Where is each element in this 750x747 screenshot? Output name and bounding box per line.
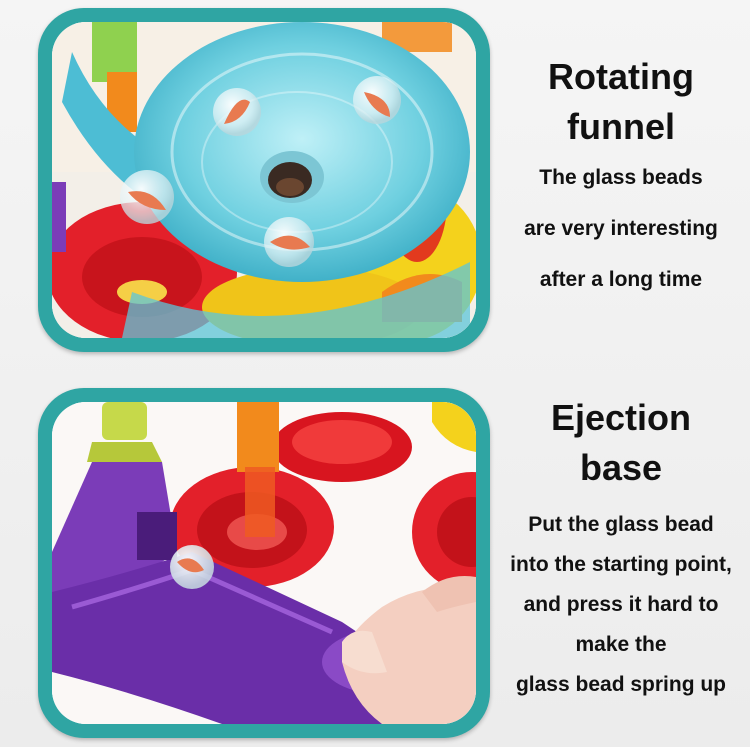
rotating-funnel-photo — [52, 22, 476, 338]
rotating-funnel-desc-line: after a long time — [539, 268, 703, 291]
rotating-funnel-desc-line: are very interesting — [524, 217, 718, 240]
ejection-base-heading-line1: Ejection — [550, 397, 692, 438]
rotating-funnel-heading-line2: funnel — [567, 106, 675, 147]
ejection-base-desc-line: and press it hard to — [523, 593, 719, 616]
ejection-base-photo-frame — [38, 388, 490, 738]
rotating-funnel-text: Rotating funnel The glass beads are very… — [495, 52, 747, 305]
ejection-base-heading-line2: base — [579, 447, 663, 488]
ejection-base-illustration — [52, 402, 476, 724]
rotating-funnel-photo-frame — [38, 8, 490, 352]
ejection-base-desc-line: Put the glass bead — [528, 513, 714, 536]
ejection-base-desc-line: make the — [575, 633, 667, 656]
ejection-base-desc-line: glass bead spring up — [515, 673, 727, 696]
rotating-funnel-illustration — [52, 22, 476, 338]
rotating-funnel-desc-line: The glass beads — [539, 166, 703, 189]
rotating-funnel-heading-line1: Rotating — [548, 56, 694, 97]
ejection-base-desc-line: into the starting point, — [510, 553, 732, 576]
ejection-base-photo — [52, 402, 476, 724]
ejection-base-text: Ejection base Put the glass bead into th… — [495, 393, 747, 705]
